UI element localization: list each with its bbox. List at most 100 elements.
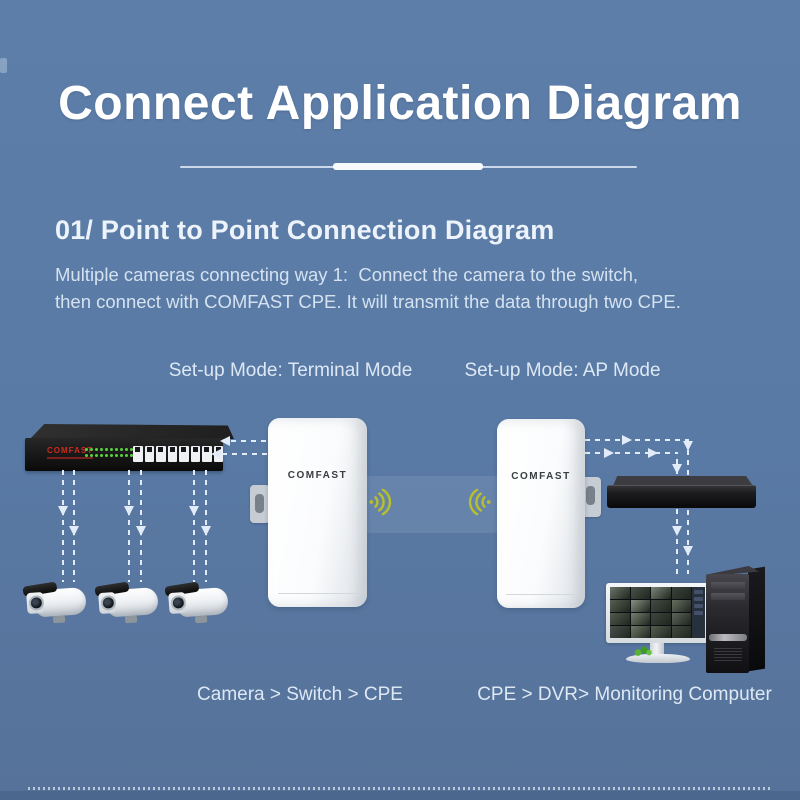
arrow-down-icon [672, 464, 682, 474]
led-dot [130, 448, 133, 451]
sidebar-widget [694, 611, 703, 615]
led-dot [85, 454, 88, 457]
led-dot [110, 454, 113, 457]
page-title: Connect Application Diagram [58, 77, 742, 130]
cctv-feed-cell [610, 613, 630, 625]
edge-light-patch [0, 58, 7, 73]
rj45-port [156, 446, 166, 462]
led-dot [105, 448, 108, 451]
switch-top-face [30, 424, 234, 439]
cctv-feed-cell [630, 626, 650, 638]
arrow-down-icon [189, 506, 199, 516]
section-description: Multiple cameras connecting way 1: Conne… [55, 261, 681, 315]
cctv-feed-cell [671, 626, 691, 638]
led-dot [125, 454, 128, 457]
camera-mount [52, 615, 66, 624]
cpe-brand-label: COMFAST [287, 470, 348, 481]
dashed-link [62, 470, 64, 582]
cctv-feed-cell [610, 587, 630, 599]
section-heading: 01/ Point to Point Connection Diagram [55, 215, 555, 245]
mode-label-terminal: Set-up Mode: Terminal Mode [168, 360, 413, 381]
led-dot [100, 454, 103, 457]
arrow-down-icon [201, 526, 211, 536]
wifi-signal-icon [369, 488, 392, 516]
cpe-ap-unit: COMFAST [497, 419, 585, 608]
cctv-feed-cell [651, 587, 671, 599]
switch-front-panel: COMFAST [25, 438, 223, 471]
rj45-port [190, 446, 200, 462]
dashed-link [128, 470, 130, 582]
led-dot [130, 454, 133, 457]
cctv-feed-cell [630, 613, 650, 625]
rj45-port [167, 446, 177, 462]
tower-side-face [748, 566, 765, 672]
cctv-feed-cell [651, 613, 671, 625]
arrow-down-icon [124, 506, 134, 516]
cctv-feed-cell [651, 600, 671, 612]
drive-bay [711, 582, 745, 589]
cctv-camera [164, 578, 233, 630]
led-dot [85, 448, 88, 451]
cpe-brand-label: COMFAST [511, 471, 571, 482]
arrow-down-icon [136, 526, 146, 536]
cctv-camera [22, 578, 91, 630]
dashed-link [231, 440, 268, 442]
cctv-camera [94, 578, 163, 630]
caption-camera-chain: Camera > Switch > CPE [197, 684, 403, 705]
rj45-port [202, 446, 212, 462]
tower-vent-slot [714, 607, 734, 610]
cctv-feed-cell [671, 587, 691, 599]
cctv-feed-cell [651, 626, 671, 638]
cctv-software-sidebar [692, 587, 705, 638]
bracket-hole [255, 494, 264, 513]
cctv-feed-cell [671, 613, 691, 625]
led-dot [115, 454, 118, 457]
arrow-down-icon [69, 526, 79, 536]
tower-front-panel [706, 574, 749, 673]
led-dot [95, 448, 98, 451]
mode-label-ap: Set-up Mode: AP Mode [464, 360, 661, 381]
cpe-terminal-unit: COMFAST [268, 418, 367, 607]
cctv-feed-cell [630, 587, 650, 599]
led-dot [90, 454, 93, 457]
tower-trim-bar [709, 634, 747, 641]
dvr-recorder [607, 485, 756, 508]
arrow-left-icon [220, 436, 230, 446]
dashed-link [193, 470, 195, 582]
dvr-top-face [613, 476, 753, 486]
dashed-link [222, 453, 268, 455]
bracket-hole [586, 486, 595, 505]
arrow-down-icon [58, 506, 68, 516]
caption-monitor-chain: CPE > DVR> Monitoring Computer [477, 684, 772, 705]
sidebar-widget [694, 597, 703, 601]
cctv-feed-cell [610, 626, 630, 638]
bottom-dotted-rule [28, 787, 772, 790]
led-dot [95, 454, 98, 457]
dashed-link [687, 450, 689, 574]
title-divider-accent [333, 163, 483, 170]
sidebar-widget [694, 604, 703, 608]
arrow-down-icon [683, 546, 693, 556]
led-dot [100, 448, 103, 451]
arrow-right-icon [648, 448, 658, 458]
switch-led-indicators [85, 448, 133, 457]
description-line-2: then connect with COMFAST CPE. It will t… [55, 291, 681, 312]
led-dot [125, 448, 128, 451]
rj45-port [179, 446, 189, 462]
cpe-mount-bracket [250, 485, 270, 523]
switch-port-row [133, 446, 223, 462]
led-dot [120, 448, 123, 451]
led-dot [90, 448, 93, 451]
desk-plant-decoration [633, 646, 653, 657]
arrow-left-icon [211, 449, 221, 459]
camera-mount [124, 615, 138, 624]
cctv-feed-cell [610, 600, 630, 612]
tower-vents [714, 648, 742, 662]
led-dot [105, 454, 108, 457]
cpe-seam [277, 593, 358, 594]
camera-mount [194, 615, 208, 624]
led-dot [115, 448, 118, 451]
dashed-link [676, 459, 678, 574]
rj45-port [133, 446, 143, 462]
